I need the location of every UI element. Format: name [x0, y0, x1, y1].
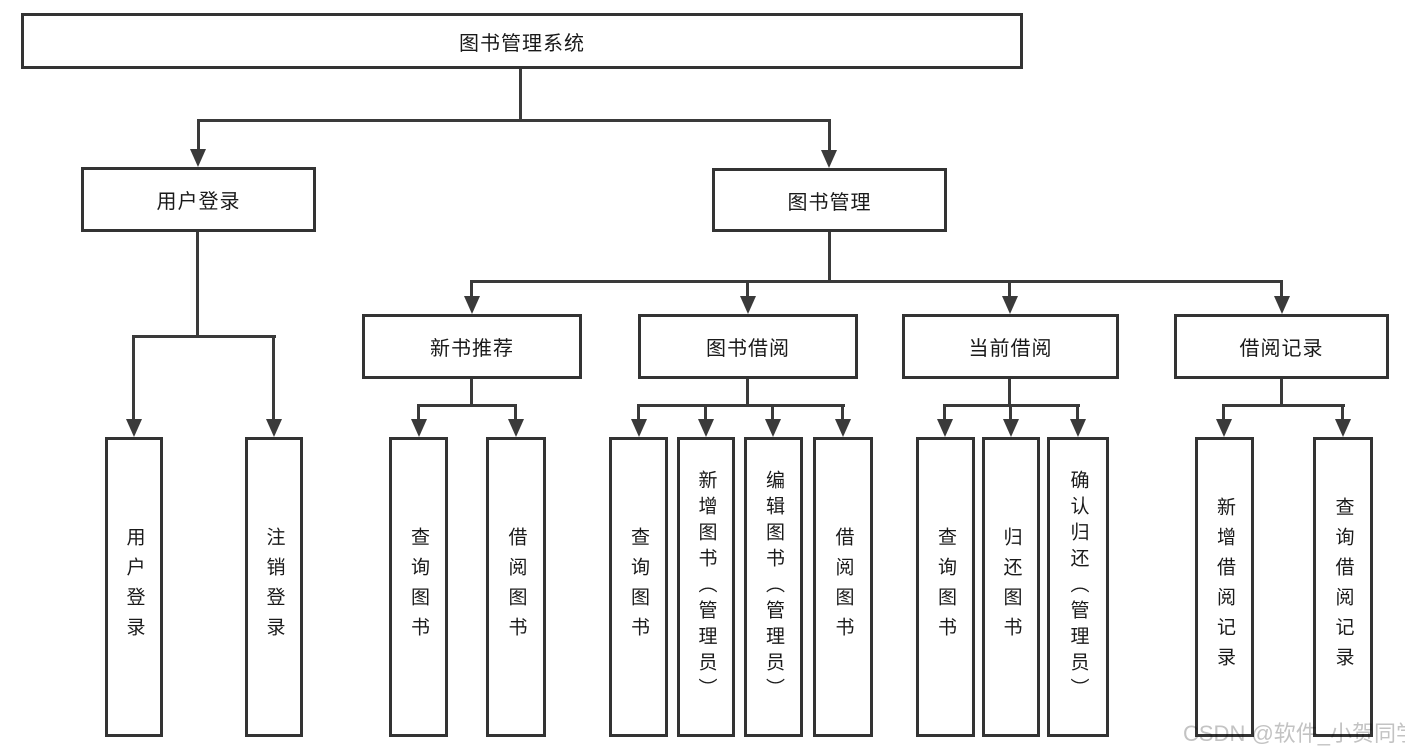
node-user-login-label: 用户登录: [156, 191, 241, 213]
leaf-bookborrow-borrow: 借阅图书: [813, 437, 873, 737]
node-root-label: 图书管理系统: [459, 32, 585, 55]
leaf-newbook-query: 查询图书: [389, 437, 448, 737]
node-book-borrow-label: 图书借阅: [706, 338, 790, 360]
connector-bookmgmt-shaft: [828, 119, 831, 153]
leaf-logout: 注销登录: [245, 437, 303, 737]
leaf-logout-label: 注销登录: [263, 527, 285, 647]
arrowhead-cbquery: [937, 419, 953, 437]
leaf-currentborrow-confirm-admin-label: 确认归还（管理员）: [1067, 470, 1089, 704]
leaf-record-query-label: 查询借阅记录: [1332, 497, 1354, 677]
arrowhead-cbreturn: [1003, 419, 1019, 437]
connector-leaf-logout-shaft: [272, 335, 275, 423]
node-borrow-record: 借阅记录: [1174, 314, 1389, 379]
connector-nbquery-shaft: [417, 404, 420, 422]
node-new-book-recommend: 新书推荐: [362, 314, 582, 379]
connector-bookborrow-stub: [746, 379, 749, 407]
connector-borrowrecord-shaft: [1280, 280, 1283, 298]
connector-bbborrow-shaft: [841, 404, 844, 422]
arrowhead-nbborrow: [508, 419, 524, 437]
leaf-bookborrow-edit-admin-label: 编辑图书（管理员）: [763, 470, 784, 704]
connector-nbborrow-shaft: [514, 404, 517, 422]
node-borrow-record-label: 借阅记录: [1239, 338, 1324, 360]
node-book-management: 图书管理: [712, 168, 947, 232]
leaf-bookborrow-add-admin-label: 新增图书（管理员）: [695, 470, 717, 704]
connector-userlogin-shaft: [197, 119, 200, 153]
leaf-currentborrow-query-label: 查询图书: [935, 527, 956, 647]
connector-bookmgmt-stub: [828, 232, 831, 283]
connector-bookborrow-shaft: [746, 280, 749, 298]
arrowhead-bradd: [1216, 419, 1232, 437]
arrowhead-cbconfirm: [1070, 419, 1086, 437]
leaf-currentborrow-query: 查询图书: [916, 437, 975, 737]
connector-newbook-horizontal: [417, 404, 517, 407]
connector-newbook-stub: [470, 379, 473, 407]
connector-bbadd-shaft: [704, 404, 707, 422]
leaf-bookborrow-edit-admin: 编辑图书（管理员）: [744, 437, 803, 737]
arrowhead-userlogin: [190, 149, 206, 167]
leaf-bookborrow-add-admin: 新增图书（管理员）: [677, 437, 735, 737]
leaf-bookborrow-query: 查询图书: [609, 437, 668, 737]
arrowhead-bbborrow: [835, 419, 851, 437]
connector-bbquery-shaft: [637, 404, 640, 422]
connector-level1-horizontal: [197, 119, 831, 122]
node-root: 图书管理系统: [21, 13, 1023, 69]
arrowhead-bbedit: [765, 419, 781, 437]
connector-currentborrow-shaft: [1008, 280, 1011, 298]
node-current-borrow-label: 当前借阅: [968, 338, 1053, 360]
arrowhead-borrowrecord: [1274, 296, 1290, 314]
node-current-borrow: 当前借阅: [902, 314, 1119, 379]
arrowhead-nbquery: [411, 419, 427, 437]
connector-root-stub: [519, 69, 522, 122]
connector-brquery-shaft: [1341, 404, 1344, 422]
arrowhead-leaf-logout: [266, 419, 282, 437]
arrowhead-brquery: [1335, 419, 1351, 437]
leaf-currentborrow-confirm-admin: 确认归还（管理员）: [1047, 437, 1109, 737]
connector-newbook-shaft: [470, 280, 473, 298]
leaf-bookborrow-query-label: 查询图书: [628, 527, 649, 647]
leaf-newbook-borrow: 借阅图书: [486, 437, 546, 737]
connector-cbreturn-shaft: [1009, 404, 1012, 422]
arrowhead-newbook: [464, 296, 480, 314]
node-book-management-label: 图书管理: [787, 191, 872, 214]
node-user-login: 用户登录: [81, 167, 316, 232]
connector-cbquery-shaft: [943, 404, 946, 422]
arrowhead-leaf-userlogin: [126, 419, 142, 437]
connector-borrowrecord-horizontal: [1222, 404, 1345, 407]
leaf-newbook-query-label: 查询图书: [408, 527, 429, 647]
connector-bradd-shaft: [1222, 404, 1225, 422]
leaf-record-query: 查询借阅记录: [1313, 437, 1373, 737]
connector-userlogin-horizontal: [132, 335, 276, 338]
arrowhead-bbadd: [698, 419, 714, 437]
leaf-user-login-label: 用户登录: [123, 527, 145, 647]
leaf-record-add: 新增借阅记录: [1195, 437, 1254, 737]
connector-level3-horizontal: [470, 280, 1283, 283]
connector-borrowrecord-stub: [1280, 379, 1283, 407]
leaf-currentborrow-return-label: 归还图书: [1000, 527, 1022, 647]
connector-userlogin-stub: [196, 232, 199, 338]
watermark: CSDN @软件_小贺同学: [1183, 721, 1405, 746]
leaf-record-add-label: 新增借阅记录: [1214, 497, 1235, 677]
leaf-currentborrow-return: 归还图书: [982, 437, 1040, 737]
leaf-bookborrow-borrow-label: 借阅图书: [832, 527, 854, 647]
arrowhead-bookborrow: [740, 296, 756, 314]
connector-currentborrow-stub: [1008, 379, 1011, 407]
connector-bookborrow-horizontal: [637, 404, 845, 407]
arrowhead-bbquery: [631, 419, 647, 437]
connector-bbedit-shaft: [771, 404, 774, 422]
arrowhead-currentborrow: [1002, 296, 1018, 314]
leaf-newbook-borrow-label: 借阅图书: [505, 527, 527, 647]
leaf-user-login: 用户登录: [105, 437, 163, 737]
arrowhead-bookmgmt: [821, 150, 837, 168]
connector-leaf-userlogin-shaft: [132, 335, 135, 423]
node-book-borrow: 图书借阅: [638, 314, 858, 379]
connector-cbconfirm-shaft: [1076, 404, 1079, 422]
node-new-book-recommend-label: 新书推荐: [430, 338, 514, 360]
